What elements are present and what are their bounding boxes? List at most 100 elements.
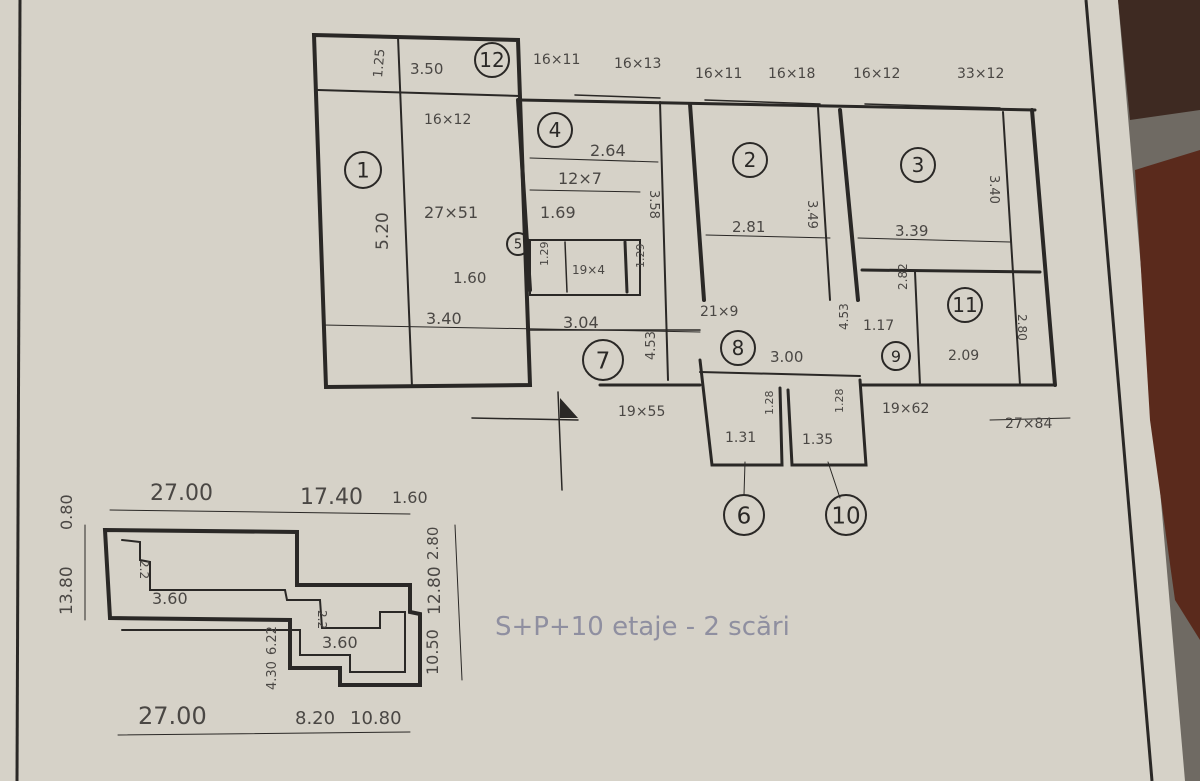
wall-right-outer	[1030, 108, 1057, 387]
plan-dimension-label: 1.25	[371, 48, 388, 78]
plan-dimension-label: 4.53	[837, 303, 851, 330]
room-number: 2	[744, 148, 757, 172]
plan-dimension-label: 1.29	[634, 244, 647, 269]
room-label-6: 6	[723, 494, 765, 536]
wall-2-mid	[817, 107, 831, 301]
section-arrow	[560, 398, 578, 418]
footprint-dimension-label: 27.00	[138, 702, 207, 730]
wall-3-inner	[1002, 111, 1021, 386]
plan-dimension-label: 1.69	[540, 203, 576, 222]
footprint-dimension-label: 4.30	[265, 661, 280, 690]
room-label-10: 10	[825, 494, 867, 536]
plan-dimension-label: 1.28	[763, 391, 776, 416]
plan-dimension-label: 21×9	[700, 304, 738, 320]
room-number: 11	[952, 293, 977, 317]
room-circle	[344, 151, 382, 189]
wall-4-right	[659, 101, 669, 381]
dim-line-width	[322, 324, 701, 333]
plan-dimension-label: 3.40	[986, 175, 1001, 204]
footprint-outline	[102, 527, 422, 687]
plan-dimension-label: 1.17	[863, 318, 894, 334]
room-label-9: 9	[881, 341, 911, 371]
leader-27x84	[989, 417, 1071, 421]
wall-room-6	[698, 358, 784, 467]
plan-dimension-label: 16×11	[695, 66, 742, 82]
room-number: 1	[356, 159, 369, 183]
footprint-dimension-label: 13.80	[57, 566, 77, 615]
plan-dimension-label: 3.00	[770, 348, 803, 366]
dim-line-2-81	[705, 234, 831, 239]
room-5-outline	[529, 239, 641, 296]
room-circle	[900, 147, 936, 183]
room-number: 6	[737, 503, 752, 529]
facade-line-left	[317, 89, 521, 97]
plan-dimension-label: 3.39	[895, 222, 928, 240]
building-footprint	[84, 509, 463, 736]
plan-dimension-label: 16×13	[614, 56, 661, 72]
plan-dimension-label: 16×11	[533, 52, 580, 68]
room-number: 7	[596, 348, 611, 374]
plan-dimension-label: 3.49	[804, 200, 819, 229]
plan-dimension-label: 3.58	[646, 190, 661, 219]
footprint-dimension-label: 3.60	[322, 633, 358, 652]
footprint-dimension-label: 6.22	[265, 626, 280, 655]
plan-dimension-label: 1.60	[453, 269, 486, 287]
footprint-dimension-label: 2.2	[315, 610, 329, 629]
wall-2-3	[838, 108, 860, 302]
room-5-wall	[623, 240, 629, 294]
window-1	[574, 94, 661, 99]
plan-dimension-label: 1.28	[833, 389, 846, 414]
dim-line-room-8	[699, 371, 861, 377]
footprint-dimension-label: 2.2	[137, 560, 151, 579]
wall-11-top	[860, 268, 1042, 274]
plan-dimension-label: 3.50	[410, 60, 443, 78]
wall-4-left	[516, 98, 532, 292]
room-label-11: 11	[947, 287, 983, 323]
room-circle	[881, 341, 911, 371]
room-number: 8	[732, 336, 745, 360]
leader-6	[743, 461, 746, 496]
plan-dimension-label: 16×12	[853, 66, 900, 82]
room-5-divider	[564, 241, 568, 293]
plan-dimension-label: 3.40	[426, 309, 462, 328]
project-note: S+P+10 etaje - 2 scări	[495, 612, 790, 642]
dim-line-12x7	[529, 189, 641, 193]
frame-line-right	[1084, 0, 1154, 781]
footprint-dimension-label: 3.60	[152, 589, 188, 608]
room-number: 5	[514, 238, 522, 253]
footprint-dimension-label: 0.80	[57, 494, 76, 530]
plan-dimension-label: 19×62	[882, 401, 929, 417]
room-number: 3	[912, 153, 925, 177]
leader-10	[827, 461, 841, 499]
room-circle	[506, 232, 530, 256]
footprint-dim-top	[109, 509, 411, 515]
plan-dimension-label: 27×84	[1005, 416, 1052, 432]
dim-line-3-39	[857, 237, 1011, 243]
plan-dimension-label: 27×51	[424, 203, 478, 222]
room-number: 4	[549, 118, 562, 142]
footprint-dimension-label: 1.60	[392, 488, 428, 507]
room-label-7: 7	[582, 339, 624, 381]
plan-dimension-label: 2.80	[1015, 314, 1029, 341]
window-2	[704, 99, 821, 105]
plan-dimension-label: 5.20	[373, 212, 393, 250]
footprint-dimension-label: 12.80	[425, 566, 445, 615]
background-fabric	[1135, 150, 1200, 640]
wall-room-1	[311, 32, 533, 390]
floor-plan	[311, 32, 1071, 499]
facade-top-wall	[518, 98, 1037, 112]
footprint-dim-right	[454, 524, 463, 681]
footprint-dimension-label: 10.50	[423, 629, 442, 675]
plan-dimension-label: 1.35	[802, 432, 833, 448]
room-circle	[537, 112, 573, 148]
room-circle	[825, 494, 867, 536]
room-label-12: 12	[474, 42, 510, 78]
plan-dimension-label: 19×4	[572, 263, 605, 277]
plan-dimension-label: 16×12	[424, 112, 471, 128]
room-circle	[582, 339, 624, 381]
